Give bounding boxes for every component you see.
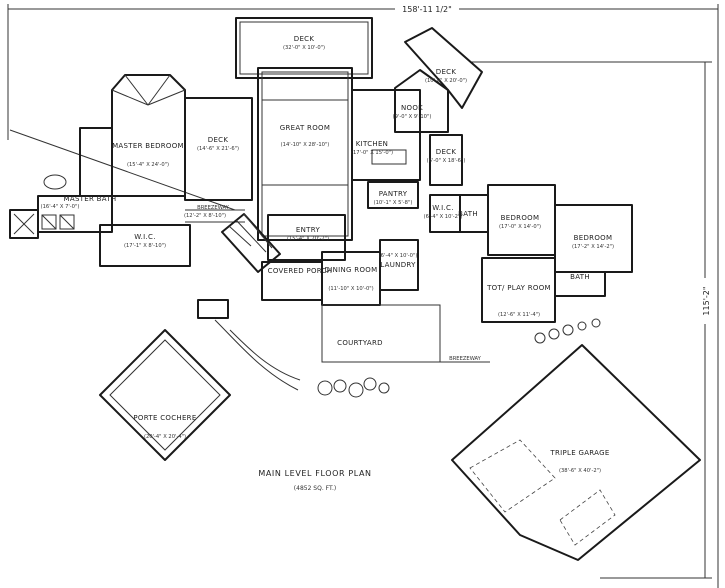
bath-3-name: BATH bbox=[570, 273, 590, 281]
kitchen-size: (17'-0" X 15'-0") bbox=[351, 150, 393, 156]
bedroom-3: BEDROOM (17'-2" X 14'-2") bbox=[554, 204, 633, 273]
deck-nook-size: (10'-0" X 20'-0") bbox=[425, 78, 467, 84]
courtyard-name: COURTYARD bbox=[337, 339, 383, 347]
bedroom-3-size: (17'-2" X 14'-2") bbox=[572, 244, 614, 250]
courtyard: COURTYARD bbox=[321, 304, 441, 363]
deck-kitchen-name: DECK bbox=[436, 148, 457, 156]
master-bath: MASTER BATH (16'-4" X 7'-0") bbox=[37, 174, 117, 233]
great-room-size: (14'-10" X 28'-10") bbox=[281, 142, 330, 148]
master-bedroom-name: MASTER BEDROOM bbox=[112, 142, 184, 150]
bath-3: BATH bbox=[554, 271, 606, 297]
overall-depth-label: 115'-2" bbox=[702, 286, 711, 315]
nook-size: (9'-0" X 9'-10") bbox=[393, 114, 432, 120]
breezeway-lower: BREEZEWAY bbox=[440, 356, 490, 363]
master-wic: W.I.C. (17'-1" X 8'-10") bbox=[99, 224, 191, 267]
porte-cochere-size: (20'-4" X 20'-4") bbox=[144, 434, 186, 440]
master-bedroom-size: (15'-4" X 24'-0") bbox=[127, 162, 169, 168]
master-bath-name: MASTER BATH bbox=[64, 195, 117, 203]
walkway-edge bbox=[214, 319, 299, 391]
covered-porch-name: COVERED PORCH bbox=[268, 267, 333, 275]
entry-name: ENTRY bbox=[296, 226, 321, 234]
deck-master-name: DECK bbox=[208, 136, 229, 144]
landscape-rocks bbox=[317, 318, 601, 398]
entry: ENTRY (15'-4" X 20'-2") bbox=[267, 214, 346, 261]
plan-title-block: MAIN LEVEL FLOOR PLAN (4852 SQ. FT.) bbox=[258, 469, 371, 492]
stone-pad bbox=[197, 299, 229, 319]
overall-depth-dimension: 115'-2" bbox=[470, 61, 712, 579]
deck-kitchen-size: (6'-0" X 18'-6") bbox=[427, 158, 466, 164]
deck-master-size: (14'-6" X 21'-6") bbox=[197, 146, 239, 152]
bath-secondary: BATH bbox=[458, 194, 489, 233]
breezeway-upper-name: BREEZEWAY bbox=[197, 205, 230, 211]
tot-play-room-name: TOT/ PLAY ROOM bbox=[486, 284, 551, 292]
kitchen-name: KITCHEN bbox=[356, 140, 388, 148]
bedroom-2-size: (17'-0" X 14'-0") bbox=[499, 224, 541, 230]
plan-area: (4852 SQ. FT.) bbox=[294, 485, 336, 492]
deck-top-name: DECK bbox=[294, 35, 315, 43]
triple-garage-name: TRIPLE GARAGE bbox=[549, 449, 609, 457]
porte-cochere: PORTE COCHERE (20'-4" X 20'-4") bbox=[99, 329, 231, 461]
stairs bbox=[221, 213, 281, 273]
triple-garage-size: (38'-6" X 40'-2") bbox=[559, 468, 601, 474]
overall-width-label: 158'-11 1/2" bbox=[402, 5, 452, 14]
dining-room-size: (11'-10" X 10'-0") bbox=[328, 286, 373, 292]
kitchen: KITCHEN (17'-0" X 15'-0") bbox=[351, 89, 421, 181]
wic-secondary: W.I.C. (6'-4" X 10'-2") bbox=[424, 194, 463, 233]
master-wic-name: W.I.C. bbox=[134, 233, 156, 241]
deck-kitchen: DECK (6'-0" X 18'-6") bbox=[427, 134, 466, 186]
breezeway-lower-name: BREEZEWAY bbox=[449, 356, 482, 362]
great-room: GREAT ROOM (14'-10" X 28'-10") bbox=[257, 67, 353, 241]
pantry-size: (10'-1" X 5'-8") bbox=[374, 200, 413, 206]
laundry-name: LAUNDRY bbox=[380, 261, 416, 269]
wic-secondary-name: W.I.C. bbox=[432, 204, 454, 212]
great-room-name: GREAT ROOM bbox=[280, 124, 330, 132]
plan-title: MAIN LEVEL FLOOR PLAN bbox=[258, 469, 371, 478]
bath-secondary-name: BATH bbox=[458, 210, 478, 218]
laundry: (6'-4" X 10'-0") LAUNDRY bbox=[379, 239, 419, 291]
master-bath-size: (16'-4" X 7'-0") bbox=[41, 204, 80, 210]
bedroom-2: BEDROOM (17'-0" X 14'-0") bbox=[487, 184, 556, 256]
deck-nook: DECK (10'-0" X 20'-0") bbox=[404, 27, 483, 109]
deck-top: DECK (32'-0" X 10'-0") bbox=[235, 17, 373, 79]
deck-nook-name: DECK bbox=[436, 68, 457, 76]
deck-master: DECK (14'-6" X 21'-6") bbox=[184, 97, 253, 201]
master-bedroom: MASTER BEDROOM (15'-4" X 24'-0") bbox=[111, 74, 186, 197]
pantry: PANTRY (10'-1" X 5'-8") bbox=[367, 181, 419, 209]
pantry-name: PANTRY bbox=[379, 190, 408, 198]
dining-room-name: DINING ROOM bbox=[325, 266, 378, 274]
nook-name: NOOK bbox=[401, 104, 423, 112]
tot-play-room: TOT/ PLAY ROOM (12'-6" X 11'-4") bbox=[481, 257, 556, 323]
deck-top-size: (32'-0" X 10'-0") bbox=[283, 45, 325, 51]
master-wic-size: (17'-1" X 8'-10") bbox=[124, 243, 166, 249]
walkway-path bbox=[229, 329, 301, 381]
breezeway-upper-size: (12'-2" X 8'-10") bbox=[184, 213, 226, 219]
porte-cochere-name: PORTE COCHERE bbox=[133, 414, 196, 422]
entry-size: (15'-4" X 20'-2") bbox=[287, 236, 329, 242]
triple-garage: TRIPLE GARAGE (38'-6" X 40'-2") bbox=[451, 344, 701, 561]
overall-width-dimension: 158'-11 1/2" bbox=[7, 3, 719, 588]
nook: NOOK (9'-0" X 9'-10") bbox=[393, 69, 449, 133]
bedroom-3-name: BEDROOM bbox=[574, 234, 613, 242]
bedroom-2-name: BEDROOM bbox=[501, 214, 540, 222]
laundry-size: (6'-4" X 10'-0") bbox=[379, 253, 418, 259]
wic-secondary-size: (6'-4" X 10'-2") bbox=[424, 214, 463, 220]
tot-play-room-size: (12'-6" X 11'-4") bbox=[498, 312, 540, 318]
